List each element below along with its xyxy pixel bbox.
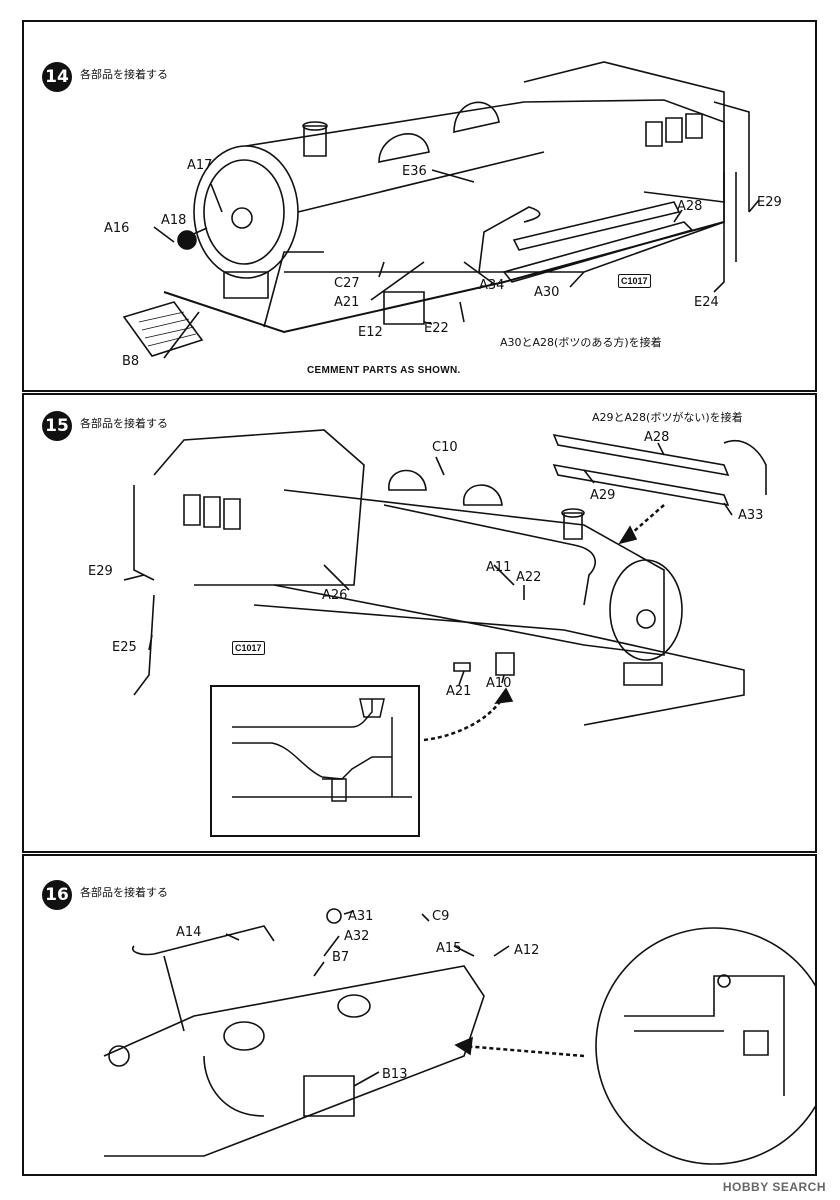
part-label-a22: A22 [516, 570, 542, 585]
part-label-a31: A31 [348, 909, 374, 924]
part-label-a26: A26 [322, 588, 348, 603]
part-label-a15: A15 [436, 941, 462, 956]
step-title: 各部品を接着する [80, 886, 168, 899]
locomotive-top-illustration [24, 856, 817, 1176]
part-label-e24: E24 [694, 295, 719, 310]
part-label-b7: B7 [332, 950, 350, 965]
kit-marking-plate: C1017 [232, 641, 265, 655]
part-label-a21: A21 [446, 684, 472, 699]
step-title: 各部品を接着する [80, 68, 168, 81]
step-15-panel: 15 各部品を接着する A29とA28(ボツがない)を接着 [22, 393, 817, 853]
step-number-badge: 15 [42, 411, 72, 441]
english-caption: CEMMENT PARTS AS SHOWN. [307, 365, 461, 376]
part-label-a18: A18 [161, 213, 187, 228]
watermark-logo: HOBBY SEARCH [722, 1180, 826, 1194]
step-title: 各部品を接着する [80, 417, 168, 430]
part-label-b8: B8 [122, 354, 140, 369]
part-label-a33: A33 [738, 508, 764, 523]
part-label-a21: A21 [334, 295, 360, 310]
part-label-a11: A11 [486, 560, 512, 575]
pipe-detail-illustration [232, 698, 412, 802]
assembly-note: A29とA28(ボツがない)を接着 [592, 411, 743, 424]
part-label-e36: E36 [402, 164, 427, 179]
locomotive-side-illustration [24, 395, 817, 853]
detail-inset-box [210, 685, 420, 837]
part-label-c27: C27 [334, 276, 360, 291]
part-label-c9: C9 [432, 909, 450, 924]
step-14-panel: 14 各部品を接着する [22, 20, 817, 392]
part-label-a28: A28 [644, 430, 670, 445]
part-label-e22: E22 [424, 321, 449, 336]
step-16-panel: 16 各部品を接着する A31 C9 A14 A32 A15 A12 B7 B1… [22, 854, 817, 1176]
part-label-a12: A12 [514, 943, 540, 958]
part-label-a16: A16 [104, 221, 130, 236]
kit-marking-plate: C1017 [618, 274, 651, 288]
part-label-e29: E29 [757, 195, 782, 210]
part-label-e12: E12 [358, 325, 383, 340]
part-label-a34: A34 [479, 278, 505, 293]
assembly-note: A30とA28(ボツのある方)を接着 [500, 336, 662, 349]
step-number-badge: 14 [42, 62, 72, 92]
part-label-a32: A32 [344, 929, 370, 944]
part-label-a29: A29 [590, 488, 616, 503]
part-label-b13: B13 [382, 1067, 408, 1082]
part-label-e29: E29 [88, 564, 113, 579]
locomotive-boiler-illustration [24, 22, 817, 392]
part-label-a28: A28 [677, 199, 703, 214]
part-label-a14: A14 [176, 925, 202, 940]
part-label-a17: A17 [187, 158, 213, 173]
part-label-a30: A30 [534, 285, 560, 300]
part-label-a10: A10 [486, 676, 512, 691]
part-label-e25: E25 [112, 640, 137, 655]
part-label-c10: C10 [432, 440, 458, 455]
step-number-badge: 16 [42, 880, 72, 910]
